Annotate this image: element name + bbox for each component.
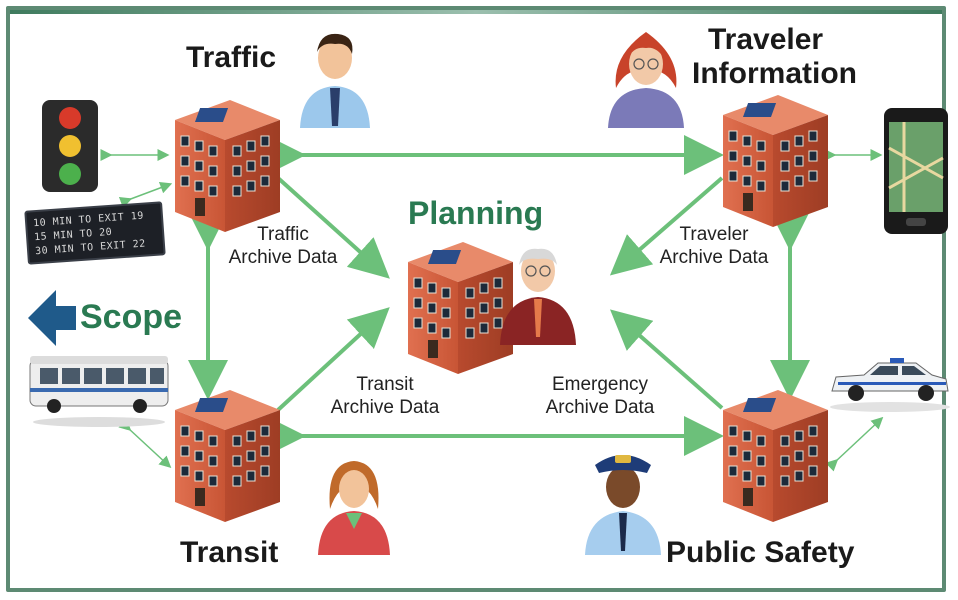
building-icon-traveler xyxy=(722,94,829,228)
arrow-safety-planning xyxy=(609,309,724,410)
police-car-icon xyxy=(830,358,950,412)
person-icon-traveler xyxy=(608,32,684,128)
person-icon-traffic xyxy=(300,33,370,128)
scope-arrow-icon[interactable] xyxy=(28,290,76,346)
node-title-transit: Transit xyxy=(180,536,279,569)
bus-icon xyxy=(29,356,169,427)
smartphone-icon xyxy=(884,108,948,234)
flow-label-traveler: Traveler Archive Data xyxy=(659,224,769,268)
building-icon-planning xyxy=(407,241,514,375)
traffic-light-icon xyxy=(42,100,98,192)
person-icon-transit xyxy=(318,461,390,555)
arrow-traveler-planning xyxy=(609,176,724,276)
node-title-public-safety: Public Safety xyxy=(666,536,855,569)
building-icon-safety xyxy=(722,389,829,523)
building-icon-transit xyxy=(174,389,281,523)
message-sign-icon: 10 MIN TO EXIT 19 15 MIN TO 20 30 MIN TO… xyxy=(24,201,166,265)
arrow-transit-planning xyxy=(276,307,390,412)
node-title-traffic: Traffic xyxy=(186,41,277,74)
flow-label-emergency: Emergency Archive Data xyxy=(545,374,655,418)
person-icon-planning xyxy=(500,248,576,345)
person-icon-public-safety xyxy=(585,455,661,555)
flow-arrows xyxy=(188,135,810,456)
arrow-traffic-planning xyxy=(276,176,390,279)
node-title-traveler-line1: Traveler xyxy=(708,23,824,56)
node-title-planning: Planning xyxy=(408,195,544,231)
scope-link[interactable]: Scope xyxy=(80,298,183,336)
building-icon-traffic xyxy=(175,100,280,232)
device-arrows xyxy=(100,149,884,472)
flow-label-transit: Transit Archive Data xyxy=(330,374,440,418)
flow-label-traffic: Traffic Archive Data xyxy=(228,224,338,268)
node-title-traveler-line2: Information xyxy=(692,57,857,90)
